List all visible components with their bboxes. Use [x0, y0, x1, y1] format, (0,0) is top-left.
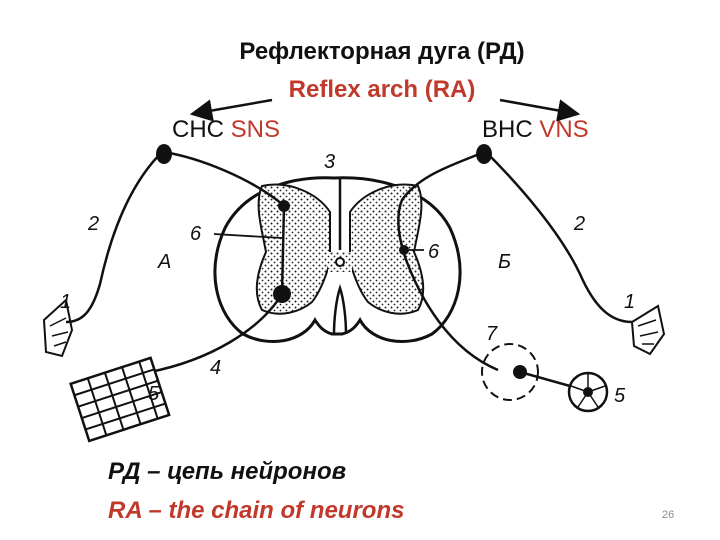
label-side-a: А — [157, 251, 171, 273]
label-interneuron-left: 6 — [190, 223, 202, 245]
interneuron-left — [280, 205, 286, 293]
label-receptor-right: 1 — [624, 291, 635, 313]
spinal-cord — [213, 176, 462, 343]
label-side-b: Б — [498, 251, 511, 273]
autonomic-reflex-arc — [397, 144, 666, 413]
label-ganglion: 7 — [486, 323, 498, 345]
preganglionic-fiber — [402, 253, 499, 372]
arrow-to-somatic — [189, 98, 273, 122]
label-afferent-right: 2 — [573, 213, 585, 235]
label-spinal-cord: 3 — [324, 151, 335, 173]
interneuron-pointer-left — [213, 233, 283, 239]
label-effector-right: 5 — [614, 385, 626, 407]
autonomic-system-ru: ВНС — [482, 116, 533, 143]
title-english: Reflex arch (RA) — [288, 76, 476, 103]
somatic-reflex-arc — [42, 144, 291, 443]
label-receptor-left: 1 — [60, 291, 71, 313]
afferent-fiber-right — [485, 151, 633, 324]
footer-english: RA – the chain of neurons — [108, 497, 405, 524]
interneuron-body-right — [399, 245, 409, 255]
title-russian: Рефлекторная дуга (РД) — [239, 38, 525, 65]
receptor-left-endings-icon — [49, 317, 69, 347]
grey-matter-left — [255, 183, 331, 315]
somatic-system-en: SNS — [230, 116, 281, 143]
afferent-fiber-left — [65, 151, 163, 324]
label-afferent-left: 2 — [87, 213, 99, 235]
receptor-left-icon — [42, 298, 74, 358]
spinal-ganglion-right — [476, 144, 492, 164]
label-interneuron-right: 6 — [428, 241, 440, 263]
spinal-ganglion-left — [156, 144, 172, 164]
central-canal — [335, 257, 345, 267]
central-process-right — [397, 150, 485, 253]
somatic-system-label: СНС SNS — [172, 116, 280, 144]
interneuron-body-left — [278, 200, 290, 212]
gland-effector-icon — [567, 371, 609, 413]
muscle-effector-icon — [69, 356, 171, 443]
postganglionic-fiber — [519, 370, 571, 388]
grey-matter-right — [349, 183, 425, 315]
page-number: 26 — [662, 509, 675, 521]
receptor-right-endings-icon — [637, 319, 659, 345]
anterior-median-fissure — [332, 284, 348, 335]
central-process-left — [163, 150, 283, 205]
label-effector-left: 5 — [148, 383, 160, 405]
label-efferent: 4 — [210, 357, 221, 379]
arrow-to-autonomic — [499, 98, 581, 122]
footer-russian: РД – цепь нейронов — [108, 458, 347, 485]
receptor-right-icon — [630, 304, 666, 356]
autonomic-ganglion-ring — [481, 343, 539, 401]
